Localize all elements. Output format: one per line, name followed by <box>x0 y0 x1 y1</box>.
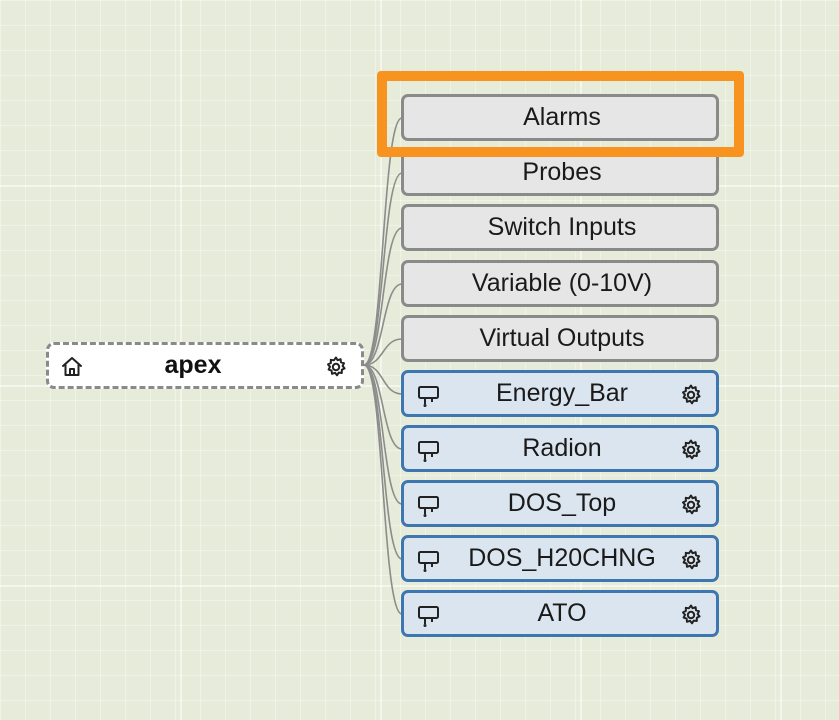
node-label: Variable (0-10V) <box>471 269 653 297</box>
gear-icon[interactable] <box>679 438 703 462</box>
node-radion[interactable]: Radion <box>401 425 719 472</box>
node-label: Radion <box>522 434 602 462</box>
gear-icon[interactable] <box>679 493 703 517</box>
home-icon[interactable] <box>60 355 84 379</box>
node-label: Energy_Bar <box>495 379 629 407</box>
connector-variable <box>363 283 403 366</box>
node-dos-h20chng[interactable]: DOS_H20CHNG <box>401 535 719 582</box>
node-label: Probes <box>522 158 602 186</box>
gear-icon[interactable] <box>679 603 703 627</box>
outlet-icon <box>418 551 439 572</box>
node-alarms[interactable]: Alarms <box>401 94 719 141</box>
node-label: DOS_Top <box>507 489 617 517</box>
connector-switch-inputs <box>363 227 403 366</box>
node-label: Switch Inputs <box>487 213 637 241</box>
node-label: Virtual Outputs <box>479 324 645 352</box>
outlet-icon <box>418 386 439 407</box>
connector-energy-bar <box>363 364 403 395</box>
gear-icon[interactable] <box>679 383 703 407</box>
gear-icon[interactable] <box>679 548 703 572</box>
root-node-apex[interactable]: apex <box>46 342 364 389</box>
connector-radion <box>363 364 403 450</box>
node-energy-bar[interactable]: Energy_Bar <box>401 370 719 417</box>
outlet-icon <box>418 496 439 517</box>
node-label: DOS_H20CHNG <box>468 544 656 572</box>
node-variable-0-10v[interactable]: Variable (0-10V) <box>401 260 719 307</box>
node-switch-inputs[interactable]: Switch Inputs <box>401 204 719 251</box>
outlet-icon <box>418 606 439 627</box>
node-ato[interactable]: ATO <box>401 590 719 637</box>
connector-ato <box>363 364 403 615</box>
node-dos-top[interactable]: DOS_Top <box>401 480 719 527</box>
connector-alarms <box>363 117 403 366</box>
node-probes[interactable]: Probes <box>401 149 719 196</box>
connector-probes <box>363 172 403 366</box>
root-node-label: apex <box>164 351 222 379</box>
gear-icon[interactable] <box>324 355 348 379</box>
connector-virtual-outputs <box>363 338 403 366</box>
node-label: Alarms <box>523 103 601 131</box>
outlet-icon <box>418 441 439 462</box>
node-virtual-outputs[interactable]: Virtual Outputs <box>401 315 719 362</box>
node-label: ATO <box>537 599 587 627</box>
connector-dos-h20chng <box>363 364 403 560</box>
